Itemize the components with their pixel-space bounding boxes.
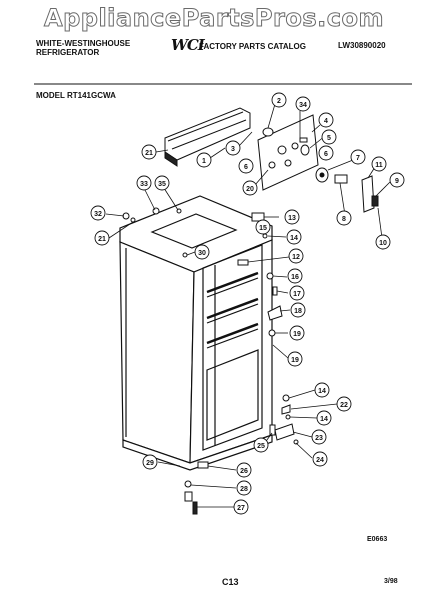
- callout-34: [295, 96, 311, 112]
- callout-23: [311, 429, 327, 445]
- callout-label: 13: [288, 215, 296, 222]
- watermark: AppliancePartsPros.com: [44, 4, 384, 33]
- callout-5: [321, 129, 337, 145]
- callout-label: 17: [293, 291, 301, 298]
- callout-label: 5: [327, 135, 331, 142]
- callout-label: 30: [198, 250, 206, 257]
- callout-label: 6: [324, 151, 328, 158]
- callout-label: 16: [291, 274, 299, 281]
- callout-label: 23: [315, 435, 323, 442]
- catalog-title: FACTORY PARTS CATALOG: [199, 42, 306, 51]
- callout-14b: [314, 382, 330, 398]
- callout-13: [284, 209, 300, 225]
- page-number: C13: [222, 577, 239, 587]
- callout-label: 14: [320, 416, 328, 423]
- model-label: MODEL RT141GCWA: [36, 91, 116, 100]
- callout-33: [136, 175, 152, 191]
- callout-label: 6: [244, 164, 248, 171]
- callout-22a: [336, 396, 352, 412]
- callout-25: [253, 437, 269, 453]
- brand-line1: WHITE-WESTINGHOUSE: [36, 39, 131, 48]
- callout-11: [371, 156, 387, 172]
- callout-label: 25: [257, 443, 265, 450]
- callout-21a: [141, 144, 157, 160]
- callout-3: [225, 140, 241, 156]
- wci-logo: WCI: [171, 36, 205, 54]
- callout-label: 28: [240, 486, 248, 493]
- callout-label: 19: [291, 357, 299, 364]
- callout-10: [375, 234, 391, 250]
- callout-label: 34: [299, 102, 307, 109]
- hardware: [122, 207, 299, 515]
- callout-21b: [94, 230, 110, 246]
- callout-29: [142, 454, 158, 470]
- callout-label: 14: [290, 235, 298, 242]
- callout-16: [287, 268, 303, 284]
- callout-35: [154, 175, 170, 191]
- callout-30: [194, 244, 210, 260]
- callout-label: 11: [375, 162, 383, 169]
- callout-6b: [318, 145, 334, 161]
- callout-label: 2: [277, 98, 281, 105]
- callout-label: 1: [202, 158, 206, 165]
- callout-2: [271, 92, 287, 108]
- callout-18: [290, 302, 306, 318]
- callout-26: [236, 480, 252, 496]
- leader-lines: [105, 103, 391, 508]
- callout-label: 29: [146, 460, 154, 467]
- figure-ref: E0663: [367, 536, 388, 543]
- doc-number: LW30890020: [338, 41, 386, 50]
- callout-28a: [236, 462, 252, 478]
- callout-label: 24: [316, 457, 324, 464]
- callout-19a: [289, 325, 305, 341]
- callout-label: 7: [356, 155, 360, 162]
- callout-label: 22: [340, 402, 348, 409]
- callout-label: 27: [237, 505, 245, 512]
- callout-20: [242, 180, 258, 196]
- callout-27: [233, 499, 249, 515]
- callout-9: [389, 172, 405, 188]
- callout-label: 32: [94, 211, 102, 218]
- callout-1: [196, 152, 212, 168]
- callout-label: 21: [145, 150, 153, 157]
- callout-label: 19: [293, 331, 301, 338]
- callout-label: 14: [318, 388, 326, 395]
- callout-label: 10: [379, 240, 387, 247]
- callout-17: [289, 285, 305, 301]
- print-date: 3/98: [384, 578, 398, 585]
- callout-label: 18: [294, 308, 302, 315]
- callout-19b: [287, 351, 303, 367]
- callout-label: 3: [231, 146, 235, 153]
- thermostat-parts: [262, 127, 379, 213]
- callout-15: [255, 219, 271, 235]
- callout-14a: [286, 229, 302, 245]
- callout-label: 4: [324, 118, 328, 125]
- callouts: [90, 92, 405, 515]
- callout-12: [288, 248, 304, 264]
- callout-label: 9: [395, 178, 399, 185]
- callout-label: 15: [259, 225, 267, 232]
- callout-7: [350, 149, 366, 165]
- callout-6: [238, 158, 254, 174]
- callout-label: 8: [342, 216, 346, 223]
- callout-label: 20: [246, 186, 254, 193]
- callout-32: [90, 205, 106, 221]
- callout-4: [318, 112, 334, 128]
- callout-label: 12: [292, 254, 300, 261]
- control-housing: [164, 107, 251, 167]
- callout-label: 35: [158, 181, 166, 188]
- callout-label: 26: [240, 468, 248, 475]
- callout-label: 21: [98, 236, 106, 243]
- callout-24: [312, 451, 328, 467]
- callout-label: 33: [140, 181, 148, 188]
- refrigerator-cabinet: [119, 195, 273, 471]
- callout-8: [336, 210, 352, 226]
- callout-14c: [316, 410, 332, 426]
- brand-line2: REFRIGERATOR: [36, 48, 100, 57]
